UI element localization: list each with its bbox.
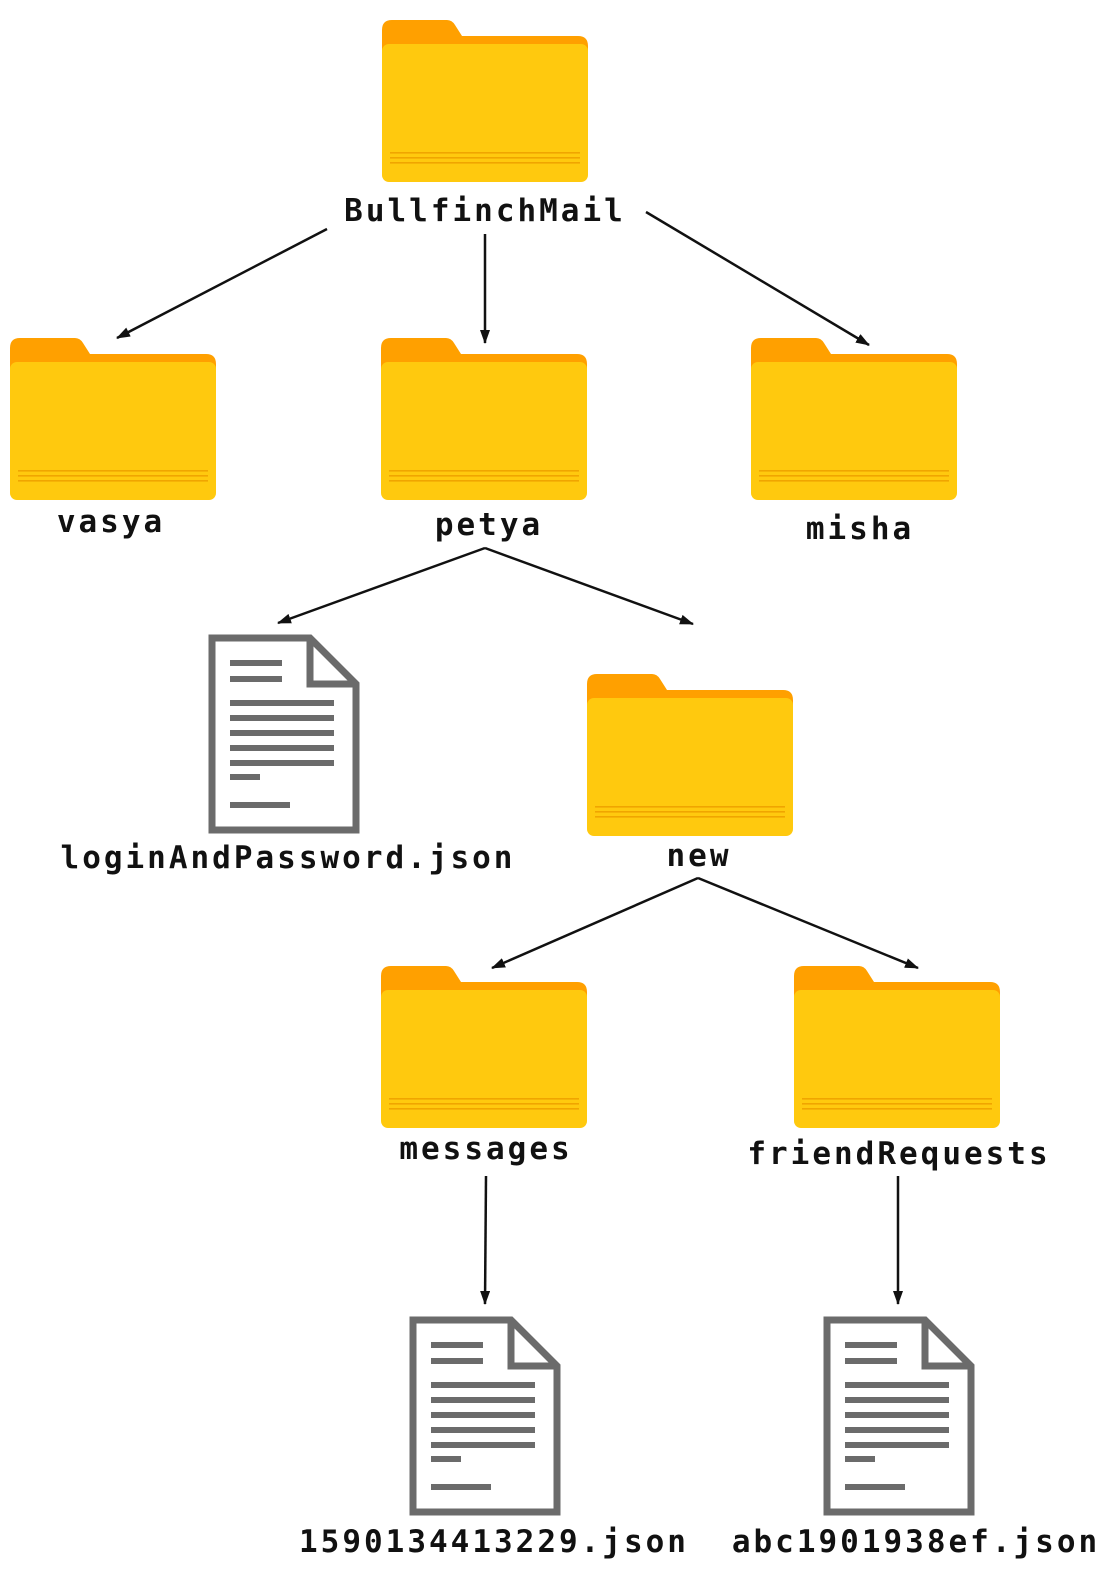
folder-icon (382, 20, 588, 182)
edge-petya-loginandpassword (277, 546, 486, 625)
edge-bullfinchmail-misha (645, 210, 870, 347)
node-label: friendRequests (747, 1136, 1050, 1172)
document-icon (413, 1320, 557, 1512)
node-label: misha (806, 511, 914, 547)
node-label: petya (435, 507, 543, 543)
node-label: abc1901938ef.json (732, 1524, 1100, 1560)
edge-messages-file (480, 1175, 491, 1305)
node-misha: misha (751, 338, 957, 547)
folder-icon (10, 338, 216, 500)
node-loginandpassword-json: loginAndPassword.json (61, 638, 516, 876)
node-abc1901938ef-json: abc1901938ef.json (732, 1320, 1100, 1560)
folder-icon (751, 338, 957, 500)
folder-icon (381, 966, 587, 1128)
folder-icon (381, 338, 587, 500)
document-icon (827, 1320, 971, 1512)
node-label: new (667, 838, 732, 874)
node-label: messages (399, 1131, 572, 1167)
edge-new-friendrequests (697, 876, 919, 970)
node-new: new (587, 674, 793, 874)
connectors (116, 210, 919, 1305)
edge-petya-new (484, 546, 694, 626)
node-label: 1590134413229.json (299, 1524, 689, 1560)
node-1590134413229-json: 1590134413229.json (299, 1320, 689, 1560)
edge-new-messages (491, 876, 699, 970)
node-label: loginAndPassword.json (61, 840, 516, 876)
edge-bullfinchmail-vasya (116, 227, 328, 340)
folder-icon (587, 674, 793, 836)
node-petya: petya (381, 338, 587, 543)
node-bullfinchmail: BullfinchMail (344, 20, 626, 229)
node-vasya: vasya (10, 338, 216, 540)
folder-icon (794, 966, 1000, 1128)
node-friendrequests: friendRequests (747, 966, 1050, 1172)
node-messages: messages (381, 966, 587, 1167)
document-icon (212, 638, 356, 830)
node-label: BullfinchMail (344, 193, 626, 229)
node-label: vasya (57, 504, 165, 540)
